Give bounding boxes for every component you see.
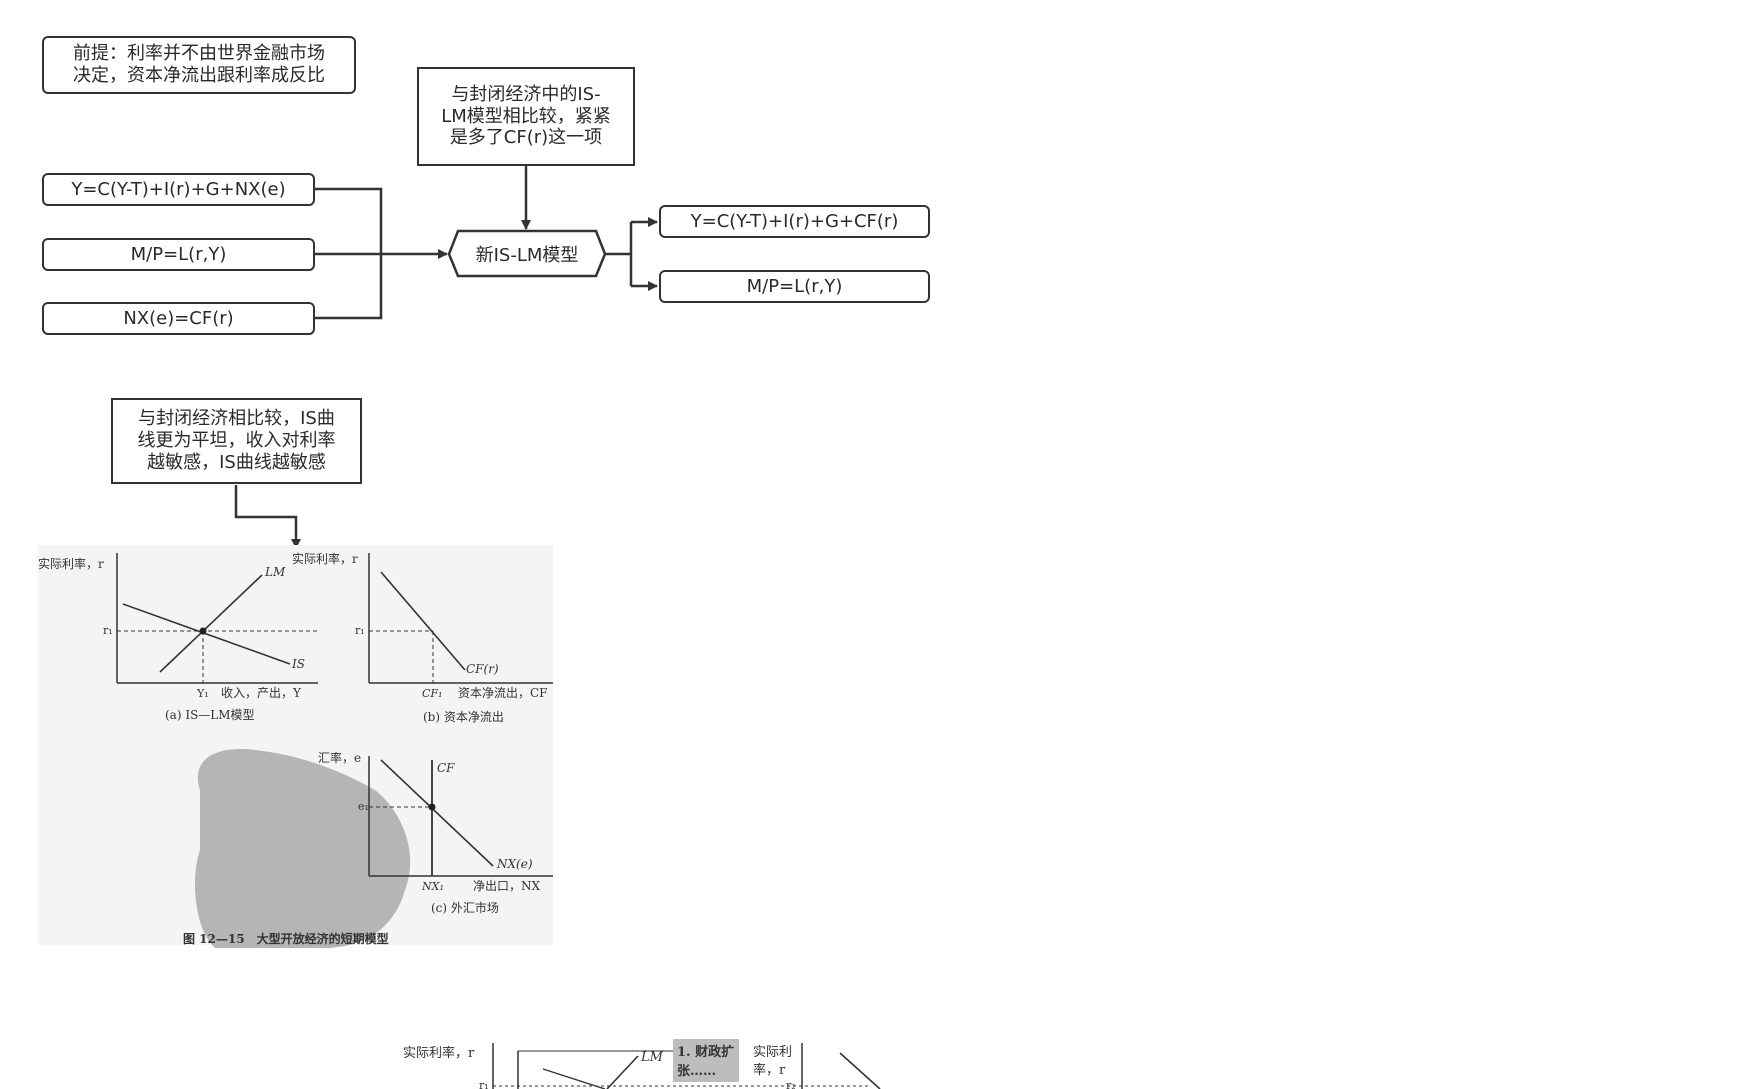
center-node-label: 新IS-LM模型 [475,244,579,266]
bottom-annotation-line2: 张…… [677,1064,716,1079]
input-equation-lm: M/P=L(r,Y) [42,238,315,271]
panel-b-title: (b) 资本净流出 [423,710,504,724]
is-curve-note: 与封闭经济相比较，IS曲 线更为平坦，收入对利率 越敏感，IS曲线越敏感 [111,398,362,484]
bottom-annotation-line1: 1. 财政扩 [677,1044,734,1060]
bottom-ylabel-left: 实际利率，r [403,1045,475,1061]
panel-a-r-tick: r₁ [103,624,113,637]
panel-b-x-tick: CF₁ [422,687,442,700]
panel-c-cf-label: CF [437,761,455,775]
panel-a-xlabel: 收入，产出，Y [221,686,302,700]
bottom-annotation-box [673,1039,739,1082]
panel-c-ylabel: 汇率，e [318,750,361,765]
panel-b-cf-label: CF(r) [466,662,499,676]
comparison-note: 与封闭经济中的IS- LM模型相比较，紧紧 是多了CF(r)这一项 [417,67,635,166]
panel-c-title: (c) 外汇市场 [431,900,499,915]
panel-c-e-tick: e₁ [358,800,369,813]
panel-a-lm-curve [159,574,263,673]
bottom-ylabel-right-1: 实际利 [753,1045,792,1060]
center-node-shape [447,229,607,278]
panel-c-equilibrium-point [428,803,436,811]
output-equation-lm: M/P=L(r,Y) [659,270,930,303]
bottom-ylabel-right-2: 率，r [753,1062,786,1078]
panel-c-x-tick: NX₁ [421,880,444,893]
panel-a-is-label: IS [291,657,305,671]
panel-c-nx-label: NX(e) [496,857,533,871]
bottom-figure-partial: 实际利率，r r₁ LM 1. 财政扩 张…… 实际利 率，r r₂ [403,1039,881,1089]
panel-a-equilibrium-point [199,627,207,635]
panel-c-nx-curve [380,759,494,867]
bottom-lm-label: LM [640,1050,664,1065]
panel-b-xlabel: 资本净流出，CF [458,686,548,700]
premise-note: 前提：利率并不由世界金融市场 决定，资本净流出跟利率成反比 [42,36,356,94]
bottom-lm-curve [606,1055,639,1089]
panel-b-cf-curve [380,571,466,671]
panel-a-ylabel: 实际利率，r [38,556,104,571]
panel-b-capital-outflow: 实际利率，r r₁ CF(r) CF₁ 资本净流出，CF (b) 资本净流出 [292,551,553,724]
watermark-seal-image [195,749,411,948]
bottom-r-tick-right: r₂ [786,1079,796,1089]
panel-c-forex-market: 汇率，e e₁ CF NX(e) NX₁ 净出口，NX (c) 外汇市场 [318,750,553,915]
panel-a-lm-label: LM [264,565,286,579]
panel-b-ylabel: 实际利率，r [292,551,358,566]
input-equation-nx-cf: NX(e)=CF(r) [42,302,315,335]
output-equation-is: Y=C(Y-T)+I(r)+G+CF(r) [659,205,930,238]
panel-a-y-tick: Y₁ [196,687,209,700]
panel-a-is-lm: 实际利率，r r₁ LM IS Y₁ 收入，产出，Y (a) IS—LM模型 [38,553,318,722]
panel-b-r-tick: r₁ [355,624,365,637]
bottom-r-tick: r₁ [479,1079,489,1089]
panel-a-is-curve [122,603,291,665]
panel-a-title: (a) IS—LM模型 [165,708,255,722]
panel-c-xlabel: 净出口，NX [473,879,541,893]
input-equation-is: Y=C(Y-T)+I(r)+G+NX(e) [42,173,315,206]
figure-12-15-caption: 图 12—15 大型开放经济的短期模型 [183,931,389,946]
